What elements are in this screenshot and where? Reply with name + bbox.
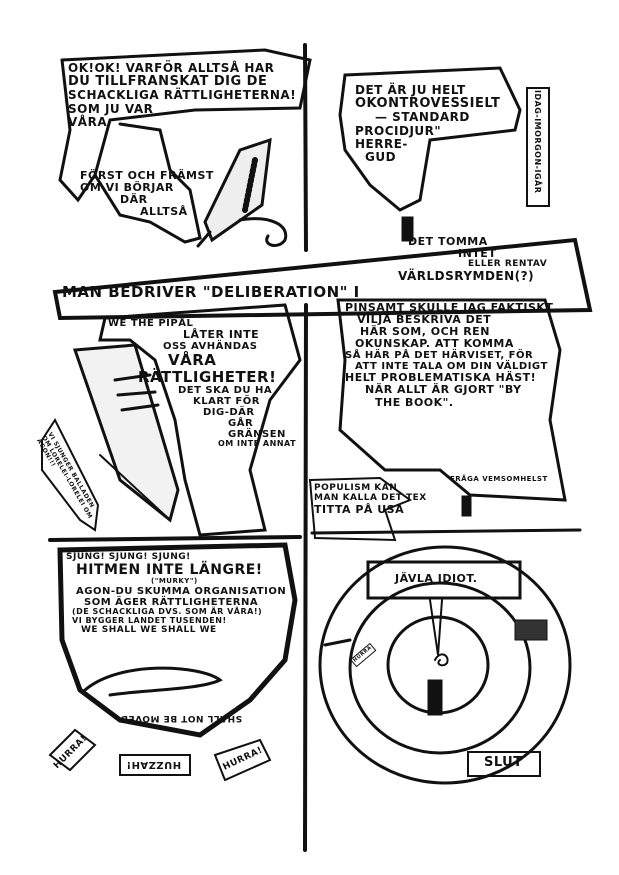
song-line: VI BYGGER LANDET TUSENDEN! [72, 615, 227, 625]
panel3-speech: WE THE PIPÅL LÅTER INTE OSS AVHÄNDAS VÅR… [108, 318, 296, 449]
speech-line: SOM JU VAR [68, 101, 154, 116]
speech-line: OM VI BÖRJAR [80, 181, 174, 195]
panel2-speech: DET ÄR JU HELT OKONTROVESSIELT — STANDAR… [355, 83, 501, 165]
speech-line: NÄR ALLT ÄR GJORT "BY [365, 383, 522, 397]
speech-line: WE THE PIPÅL [108, 318, 194, 329]
speech-line: SCHACKLIGA RÄTTLIGHETERNA! [68, 88, 297, 103]
speech-line: MAN KALLA DET TEX [314, 492, 427, 503]
banner-line: VÄRLDSRYMDEN(?) [398, 269, 535, 284]
song-line: HITMEN INTE LÄNGRE! [76, 561, 263, 578]
speech-line: DÄR [120, 193, 148, 207]
speech-line: HÄR SOM, OCH REN [360, 325, 490, 339]
banner-caption: MAN BEDRIVER "DELIBERATION" I [62, 283, 360, 301]
speech-line: VÅRA [68, 114, 108, 129]
panel4-speech-aside: FRÅGA VEMSOMHELST [450, 475, 548, 483]
speech-line: HERRE- [355, 136, 408, 151]
song-line: SOM ÄGER RÄTTLIGHETERNA [84, 596, 259, 608]
speech-line: VILJA BESKRIVA DET [357, 313, 492, 327]
speech-line: GÅR [228, 418, 254, 430]
speech-line: ALLTSÅ [140, 205, 188, 219]
speech-line: — STANDARD [375, 110, 470, 125]
speech-line: POPULISM KAN [314, 483, 398, 493]
banner-line: DET TOMMA [408, 235, 488, 248]
speech-line: GUD [365, 150, 397, 165]
speech-line: OKONTROVESSIELT [355, 96, 501, 112]
song-line: SJUNG! SJUNG! SJUNG! [66, 552, 191, 562]
speech-line: OM INTE ANNAT [218, 439, 297, 449]
speech-line: PROCIDJUR" [355, 123, 442, 138]
speech-line: HELT PROBLEMATISKA HÄST! [345, 371, 537, 385]
speech-line: TITTA PÅ USA [314, 502, 405, 516]
panel1-speech: OK!OK! VARFÖR ALLTSÅ HAR DU TILLFRANSKAT… [68, 61, 297, 129]
panel5-song-upside-down: SHALL NOT BE MOVED [120, 712, 243, 723]
speech-line: ATT INTE TALA OM DIN VÄLDIGT [355, 361, 548, 373]
speech-line: OSS AVHÄNDAS [163, 341, 258, 353]
song-line: ("MURKY") [151, 577, 198, 586]
speech-line: DIG-DÄR [203, 407, 255, 419]
speech-line: GRÄNSEN [228, 429, 286, 441]
banner-caption-end: DET TOMMA INTET ELLER RENTAV VÄRLDSRYMDE… [398, 235, 548, 284]
speech-line: OKUNSKAP. ATT KOMMA [355, 337, 514, 351]
speech-line: RÄTTLIGHETER! [138, 367, 277, 386]
panel6-speech: JÄVLA IDIOT. [395, 572, 478, 585]
speech-line: VÅRA [168, 351, 217, 370]
cheer-tag: HUZZAH! [126, 759, 182, 770]
speech-line: DET SKA DU HA [178, 385, 273, 397]
banner-line: ELLER RENTAV [468, 259, 548, 270]
panel-divider [310, 528, 582, 535]
speech-line: PINSAMT SKULLE JAG FAKTISKT [345, 301, 554, 314]
speech-line: SÅ HÄR PÅ DET HÄRVISET, FÖR [345, 350, 534, 362]
speech-line: LÅTER INTE [183, 328, 260, 341]
banner-line: INTET [458, 247, 497, 261]
speech-line: KLART FÖR [193, 396, 260, 408]
song-line: WE SHALL WE SHALL WE [81, 624, 217, 635]
speech-line: DET ÄR JU HELT [355, 83, 466, 97]
end-caption: SLUT [484, 755, 523, 770]
song-line: AGON-DU SKUMMA ORGANISATION [76, 585, 287, 597]
speech-line: DU TILLFRANSKAT DIG DE [68, 74, 268, 90]
panel1-speech-lower: FÖRST OCH FRÄMST OM VI BÖRJAR DÄR ALLTSÅ [80, 169, 214, 219]
speech-line: THE BOOK". [375, 395, 454, 409]
speech-line: FÖRST OCH FRÄMST [80, 169, 214, 182]
panel-divider [48, 535, 302, 542]
side-caption: IDAG-IMORGON-IGÅR [532, 90, 542, 194]
populism-bubble: POPULISM KAN MAN KALLA DET TEX TITTA PÅ … [314, 483, 427, 516]
speech-line: OK!OK! VARFÖR ALLTSÅ HAR [68, 61, 275, 75]
song-line: (DE SCHACKLIGA DVS. SOM ÄR VÅRA!) [72, 606, 263, 616]
panel5-song: SJUNG! SJUNG! SJUNG! HITMEN INTE LÄNGRE!… [66, 552, 287, 635]
panel4-speech: PINSAMT SKULLE JAG FAKTISKT VILJA BESKRI… [345, 301, 554, 409]
panel-divider [303, 303, 308, 852]
